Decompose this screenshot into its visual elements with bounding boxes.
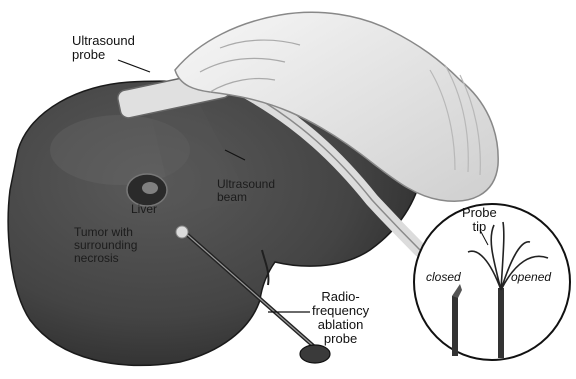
probe-entry-glow [176, 226, 188, 238]
label-liver: Liver [131, 203, 157, 216]
label-opened: opened [511, 270, 551, 284]
closed-probe-icon [452, 296, 458, 356]
opened-probe-icon [498, 288, 504, 358]
label-ultrasound-probe: Ultrasound probe [72, 34, 135, 62]
ablation-probe-handle [300, 345, 330, 363]
label-ultrasound-beam: Ultrasound beam [217, 178, 275, 204]
label-rf-probe: Radio- frequency ablation probe [312, 290, 369, 346]
label-tumor: Tumor with surrounding necrosis [74, 226, 137, 265]
tumor-core [142, 182, 158, 194]
label-probe-tip: Probe tip [462, 206, 497, 234]
label-closed: closed [426, 270, 461, 284]
